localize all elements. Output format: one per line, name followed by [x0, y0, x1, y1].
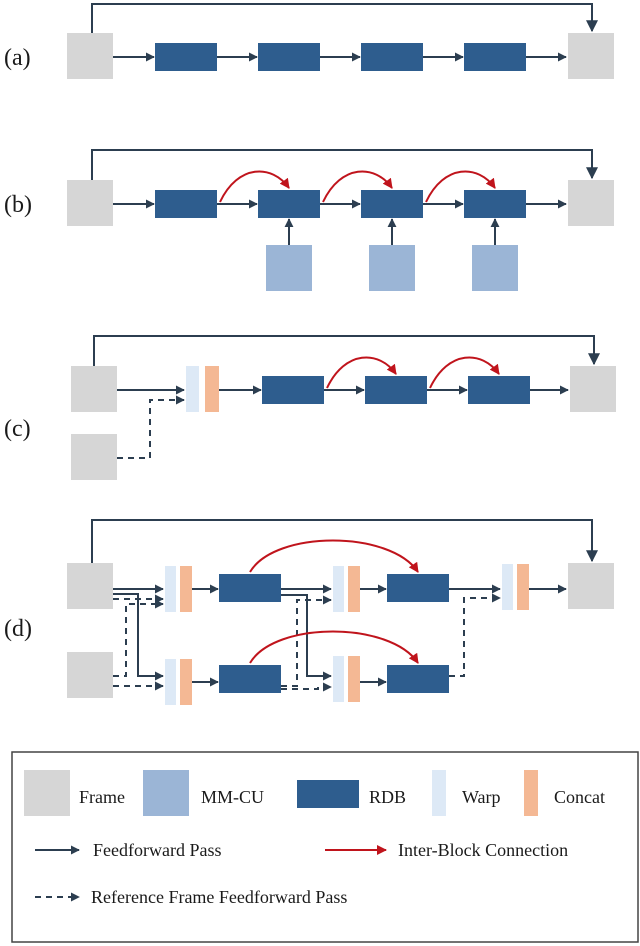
- legend-concat-label: Concat: [554, 787, 605, 807]
- reference-feedforward-arrow: [281, 595, 332, 687]
- legend-rdb-swatch: [297, 780, 359, 808]
- output-frame: [568, 563, 614, 609]
- output-frame: [568, 33, 614, 79]
- panel-b: (b): [4, 149, 614, 291]
- rdb-block: [361, 190, 423, 218]
- inter-block-arrow: [219, 170, 290, 203]
- concat-block: [205, 366, 219, 412]
- panel-label-d: (d): [4, 616, 32, 642]
- rdb-block: [262, 376, 324, 404]
- legend-mmcu-label: MM-CU: [201, 787, 264, 807]
- rdb-block: [219, 665, 281, 693]
- input-frame: [67, 180, 113, 226]
- rdb-block: [387, 574, 449, 602]
- rdb-block: [387, 665, 449, 693]
- skip-connection: [91, 3, 598, 33]
- concat-block: [180, 566, 192, 612]
- output-frame: [568, 180, 614, 226]
- legend: Frame MM-CU RDB Warp Concat Feedforward …: [11, 751, 639, 943]
- warp-block: [165, 566, 176, 612]
- inter-block-arrow: [322, 170, 393, 203]
- rdb-block: [361, 43, 423, 71]
- skip-connection: [91, 149, 598, 180]
- mmcu-block: [266, 245, 312, 291]
- rdb-block: [155, 43, 217, 71]
- warp-block: [186, 366, 199, 412]
- reference-frame: [67, 652, 113, 698]
- panel-label-a: (a): [4, 45, 31, 71]
- panel-d: (d): [4, 519, 614, 705]
- reference-feedforward-arrow: [113, 599, 164, 677]
- feedforward-arrow: [113, 593, 164, 681]
- rdb-block: [365, 376, 427, 404]
- output-frame: [570, 366, 616, 412]
- legend-mmcu-swatch: [143, 770, 189, 816]
- mmcu-block: [472, 245, 518, 291]
- concat-block: [517, 564, 529, 610]
- panel-label-c: (c): [4, 416, 31, 442]
- concat-block: [348, 656, 360, 702]
- panel-a: (a): [4, 3, 614, 79]
- skip-connection: [91, 519, 598, 563]
- input-frame: [67, 563, 113, 609]
- legend-warp-swatch: [432, 770, 446, 816]
- inter-block-arrow: [326, 356, 397, 389]
- reference-feedforward-arrow: [449, 593, 501, 677]
- input-frame: [71, 366, 117, 412]
- reference-frame: [71, 434, 117, 480]
- reference-feedforward-arrow: [281, 682, 332, 692]
- panel-label-b: (b): [4, 192, 32, 218]
- inter-block-arrow: [249, 539, 419, 573]
- inter-block-arrow: [425, 170, 496, 203]
- inter-block-arrow: [249, 630, 419, 664]
- rdb-block: [258, 43, 320, 71]
- legend-concat-swatch: [524, 770, 538, 816]
- legend-reference-label: Reference Frame Feedforward Pass: [91, 887, 347, 907]
- rdb-block: [258, 190, 320, 218]
- legend-warp-label: Warp: [462, 787, 501, 807]
- rdb-block: [464, 190, 526, 218]
- rdb-block: [468, 376, 530, 404]
- warp-block: [333, 656, 344, 702]
- rdb-block: [464, 43, 526, 71]
- legend-inter-block-label: Inter-Block Connection: [398, 840, 568, 860]
- panel-c: (c): [4, 335, 616, 480]
- rdb-block: [155, 190, 217, 218]
- concat-block: [180, 659, 192, 705]
- legend-rdb-label: RDB: [369, 787, 406, 807]
- warp-block: [333, 566, 344, 612]
- feedforward-arrow: [281, 594, 332, 681]
- legend-feedforward-label: Feedforward Pass: [93, 840, 221, 860]
- mmcu-block: [369, 245, 415, 291]
- concat-block: [348, 566, 360, 612]
- reference-feedforward-arrow: [117, 395, 185, 459]
- input-frame: [67, 33, 113, 79]
- warp-block: [502, 564, 513, 610]
- legend-frame-swatch: [24, 770, 70, 816]
- warp-block: [165, 659, 176, 705]
- skip-connection: [93, 335, 600, 366]
- legend-border: [11, 751, 639, 943]
- rdb-block: [219, 574, 281, 602]
- legend-frame-label: Frame: [79, 787, 125, 807]
- inter-block-arrow: [429, 356, 500, 389]
